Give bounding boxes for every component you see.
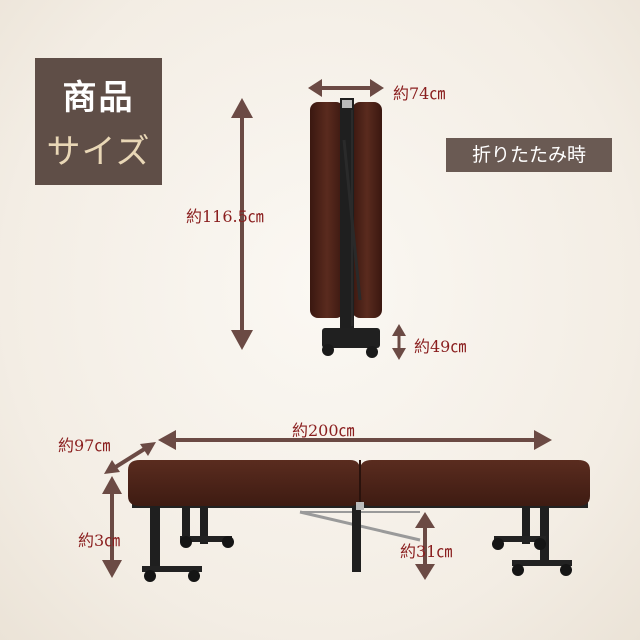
folded-width-arrow xyxy=(308,79,384,97)
folded-height-arrow xyxy=(231,98,253,350)
product-size-title-box: 商品 サイズ xyxy=(35,58,162,185)
folded-bed xyxy=(310,98,382,358)
title-line-size: サイズ xyxy=(46,132,151,172)
width-arrow xyxy=(104,442,156,474)
length-label: 約200㎝ xyxy=(292,421,355,440)
bed-height-arrow xyxy=(415,512,435,580)
thickness-arrow xyxy=(102,476,122,578)
folded-base-label: 約49㎝ xyxy=(414,337,467,356)
folded-base-arrow xyxy=(392,324,406,360)
width-label: 約97㎝ xyxy=(58,436,111,455)
unfolded-bed xyxy=(128,460,590,582)
length-arrow xyxy=(158,430,552,450)
folded-height-label: 約116.5㎝ xyxy=(186,207,264,226)
thickness-label: 約3㎝ xyxy=(78,531,121,550)
title-line-product: 商品 xyxy=(62,78,135,118)
folded-width-label: 約74㎝ xyxy=(393,84,446,103)
folded-state-badge: 折りたたみ時 xyxy=(446,138,612,172)
bed-height-label: 約31㎝ xyxy=(400,542,453,561)
